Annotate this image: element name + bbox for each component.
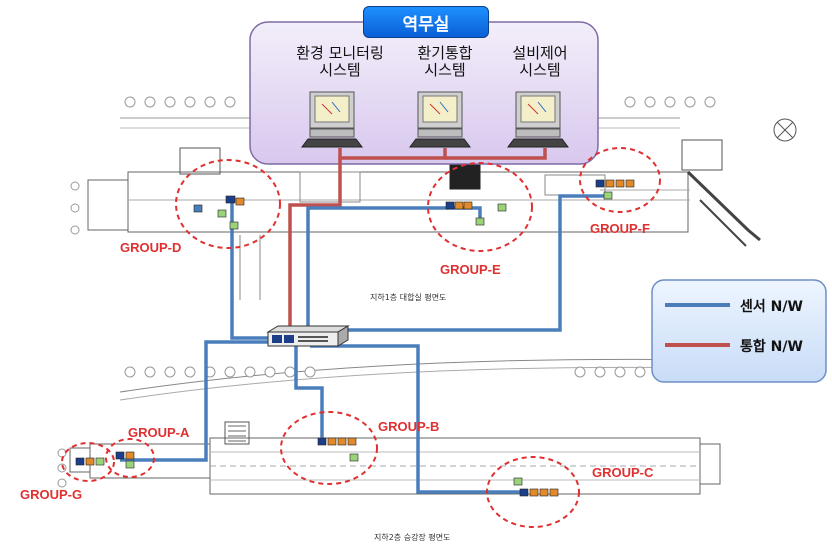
upper-column-markers (70, 96, 716, 235)
lower-plan-caption: 지하2층 승강장 평면도 (374, 533, 451, 542)
network-switch-icon (266, 325, 350, 347)
sensor-cluster-a (115, 451, 135, 469)
computer-icon (409, 91, 471, 148)
group-b-label: GROUP-B (378, 419, 440, 434)
group-g-label: GROUP-G (20, 487, 83, 502)
group-c-circle (486, 456, 580, 528)
sensor-cluster-d (193, 195, 245, 230)
group-b-circle (280, 411, 378, 485)
legend-sensor-label: 센서 N/W (740, 299, 803, 315)
sensor-cluster-e (445, 201, 507, 226)
station-office-title: 역무실 (363, 6, 489, 38)
system-label-line: 환기통합 (417, 44, 473, 62)
computer-icon (507, 91, 569, 148)
system-label-facility-control: 설비제어 시스템 (500, 45, 580, 79)
legend-integrated-label: 통합 N/W (740, 339, 803, 355)
system-label-ventilation: 환기통합 시스템 (405, 45, 485, 79)
group-d-circle (175, 159, 281, 249)
group-c-label: GROUP-C (592, 465, 654, 480)
group-d-label: GROUP-D (120, 240, 182, 255)
group-a-label: GROUP-A (128, 425, 190, 440)
group-a-circle (105, 438, 155, 478)
sensor-cluster-f (595, 179, 635, 200)
system-label-environment: 환경 모니터링 시스템 (275, 45, 405, 79)
system-label-line: 설비제어 (512, 44, 568, 62)
system-label-line: 시스템 (519, 61, 561, 79)
computer-icon (301, 91, 363, 148)
group-e-circle (427, 162, 533, 252)
group-e-label: GROUP-E (440, 262, 501, 277)
group-f-label: GROUP-F (590, 221, 650, 236)
group-f-circle (579, 147, 661, 213)
upper-plan-caption: 지하1층 대합실 평면도 (370, 293, 447, 302)
sensor-cluster-c (513, 477, 559, 497)
group-g-circle (61, 442, 115, 482)
system-label-line: 시스템 (424, 61, 466, 79)
system-label-line: 시스템 (319, 61, 361, 79)
sensor-cluster-b (317, 437, 359, 462)
sensor-cluster-g (75, 457, 105, 466)
sensor-network-lines (120, 194, 610, 494)
system-label-line: 환경 모니터링 (296, 44, 384, 62)
integrated-network-lines (288, 148, 547, 335)
